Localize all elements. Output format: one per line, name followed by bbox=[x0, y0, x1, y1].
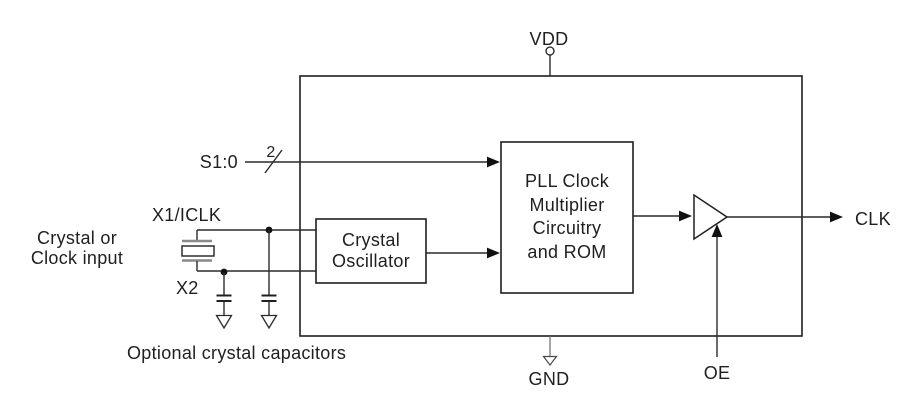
crystal-input-annotation-line1: Crystal or bbox=[37, 228, 117, 248]
crystal-oscillator-label-line2: Oscillator bbox=[332, 251, 410, 271]
bus-width-label: 2 bbox=[266, 144, 275, 161]
pll-label-line3: Circuitry bbox=[533, 218, 602, 238]
gnd-pin-label: GND bbox=[529, 369, 570, 389]
clk-arrowhead bbox=[830, 211, 843, 223]
x1-pin-label: X1/ICLK bbox=[152, 205, 221, 225]
pll-label-line4: and ROM bbox=[527, 242, 606, 262]
vdd-pin-circle bbox=[545, 46, 555, 56]
bus-slash bbox=[264, 149, 283, 174]
crystal-symbol bbox=[181, 230, 215, 271]
crystal-oscillator-box bbox=[315, 218, 427, 284]
crystal-input-annotation-line2: Clock input bbox=[31, 248, 123, 268]
capacitor-2 bbox=[260, 230, 278, 330]
cap2-ground-symbol bbox=[260, 314, 278, 330]
optional-caps-annotation: Optional crystal capacitors bbox=[127, 343, 346, 363]
pll-box bbox=[500, 141, 634, 294]
cap1-ground-symbol bbox=[215, 314, 233, 330]
gnd-arrowhead bbox=[542, 355, 558, 366]
x2-pin-label: X2 bbox=[176, 278, 199, 298]
vdd-label: VDD bbox=[530, 29, 569, 49]
select-bus-arrowhead bbox=[487, 156, 500, 168]
oe-arrowhead bbox=[711, 224, 723, 237]
crystal-body bbox=[181, 245, 215, 257]
pll-to-buffer-arrowhead bbox=[679, 210, 692, 222]
oe-pin-label: OE bbox=[704, 363, 731, 383]
select-bus-label: S1:0 bbox=[200, 152, 238, 172]
pll-label-line1: PLL Clock bbox=[525, 171, 610, 191]
output-buffer-triangle bbox=[693, 193, 729, 241]
oscillator-to-pll-arrowhead bbox=[487, 247, 500, 259]
pll-label-line2: Multiplier bbox=[529, 195, 604, 215]
crystal-oscillator-label-line1: Crystal bbox=[342, 230, 400, 250]
capacitor-1 bbox=[215, 272, 233, 330]
clk-pin-label: CLK bbox=[855, 209, 891, 229]
